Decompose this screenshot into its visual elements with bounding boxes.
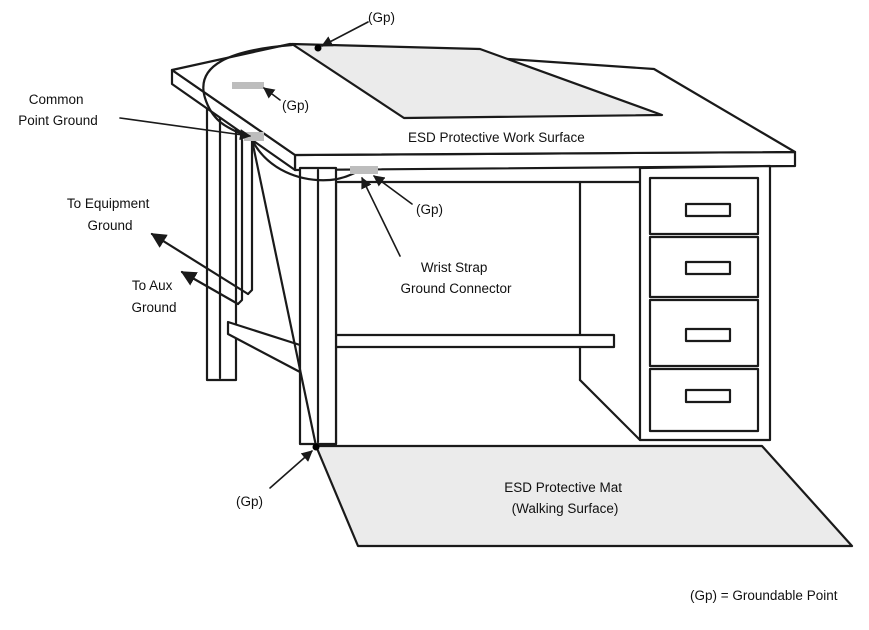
esd-protective-work-surface: [290, 42, 664, 120]
ground-wire-to-equipment: [246, 138, 254, 296]
arrow-gp-top: [321, 21, 369, 47]
side-stretcher-bar: [226, 320, 302, 374]
label-protective-mat: ESD Protective Mat (Walking Surface): [504, 480, 626, 516]
label-protective-mat-line-2: (Walking Surface): [512, 501, 619, 516]
label-to-equipment-ground-line-1: To Equipment: [67, 196, 150, 211]
arrow-common-point: [119, 117, 252, 141]
label-common-point-ground-line-2: Point Ground: [18, 113, 98, 128]
label-work-surface: ESD Protective Work Surface: [408, 130, 585, 145]
label-gp-floor: (Gp): [236, 494, 263, 509]
label-wrist-strap-connector-line-2: Ground Connector: [400, 281, 512, 296]
ground-wire-to-aux: [236, 138, 244, 306]
ground-wire-loop: [202, 43, 294, 142]
drawer-handle-1: [684, 202, 732, 218]
esd-protective-mat: [314, 444, 854, 548]
gp-dot-floor: [312, 443, 320, 451]
label-to-aux-ground-line-1: To Aux: [132, 278, 173, 293]
knee-space-panel-bottom: [578, 378, 642, 442]
drawer-handle-2: [684, 260, 732, 276]
label-wrist-strap-connector: Wrist Strap Ground Connector: [400, 260, 512, 296]
arrow-gp-upper-left: [263, 87, 281, 101]
label-to-aux-ground: To Aux Ground: [131, 278, 176, 315]
label-gp-top: (Gp): [368, 10, 395, 25]
label-common-point-ground: Common Point Ground: [18, 92, 98, 128]
foot-rest-bar: [334, 333, 616, 349]
gp-pad-common-point: [244, 132, 264, 141]
label-gp-upper-left: (Gp): [282, 98, 309, 113]
arrow-gp-floor: [269, 450, 313, 489]
label-gp-under-desk: (Gp): [416, 202, 443, 217]
arrow-to-aux-ground: [180, 270, 240, 306]
arrow-to-equipment-ground: [150, 232, 250, 296]
drawer-handle-4: [684, 388, 732, 404]
drawer-handle-3: [684, 327, 732, 343]
legend-groundable-point: (Gp) = Groundable Point: [690, 588, 838, 603]
label-to-aux-ground-line-2: Ground: [131, 300, 176, 315]
arrow-gp-under-desk: [373, 175, 413, 205]
arrow-wrist-strap: [361, 176, 401, 257]
gp-dot-top: [314, 44, 322, 52]
ground-wire-to-mat: [250, 138, 318, 448]
label-to-equipment-ground: To Equipment Ground: [67, 196, 153, 233]
label-common-point-ground-line-1: Common: [29, 92, 84, 107]
label-to-equipment-ground-line-2: Ground: [87, 218, 132, 233]
label-protective-mat-line-1: ESD Protective Mat: [504, 480, 622, 495]
gp-pad-upper-left: [232, 82, 264, 89]
gp-pad-wrist-strap: [350, 166, 378, 174]
label-wrist-strap-connector-line-1: Wrist Strap: [421, 260, 488, 275]
